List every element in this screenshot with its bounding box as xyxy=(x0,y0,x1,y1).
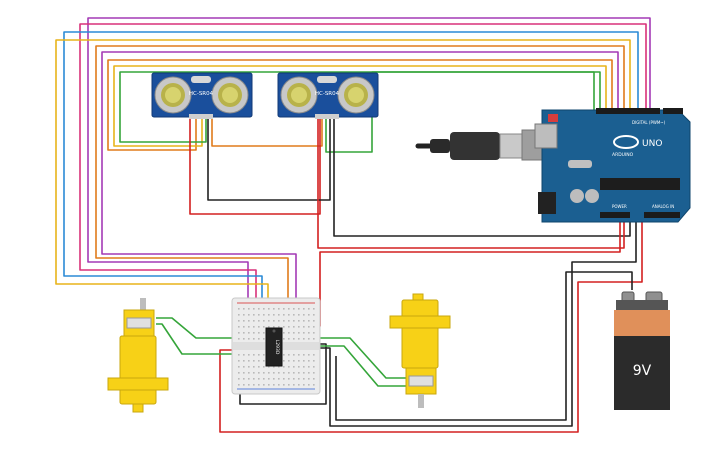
arduino-power-label: POWER xyxy=(612,204,627,209)
l293d-ic-chip: L293D xyxy=(265,327,283,367)
wire-pink-outer xyxy=(79,23,647,330)
arduino-analog-label: ANALOG IN xyxy=(652,204,674,209)
wire-red-sensor-left-vcc xyxy=(189,118,321,215)
ultrasonic-sensor-left: HC-SR04 xyxy=(151,72,253,119)
wire-green-left-motor-b xyxy=(156,323,248,355)
arduino-digital-label: DIGITAL (PWM~) xyxy=(632,120,666,125)
wire-black-sensor-right-gnd xyxy=(333,118,631,237)
ic-label: L293D xyxy=(274,340,280,355)
usb-cable xyxy=(415,129,553,161)
wire-yellow-outer xyxy=(55,39,631,330)
wire-black-battery-breadboard xyxy=(335,271,633,421)
wire-blue-outer xyxy=(63,31,639,330)
battery-9v: 9V xyxy=(614,291,670,410)
wire-red-battery xyxy=(219,218,643,433)
wire-orange-sensor-right xyxy=(211,118,323,147)
sensor-right-label: HC-SR04 xyxy=(315,91,340,97)
breadboard-holes xyxy=(238,308,315,386)
arduino-uno-board: UNO ARDUINO DIGITAL (PWM~) POWER ANALOG … xyxy=(534,108,691,223)
arduino-brand-label: ARDUINO xyxy=(612,152,634,158)
wires xyxy=(55,17,651,433)
wire-green-right-motor-b xyxy=(304,345,410,387)
dc-motor-left xyxy=(107,298,169,413)
battery-voltage-label: 9V xyxy=(633,363,652,379)
wire-orange-sensor-left xyxy=(107,59,613,151)
wire-red-sensor-right-vcc xyxy=(317,118,625,249)
arduino-model-label: UNO xyxy=(642,139,662,149)
wire-purple-inner xyxy=(101,51,619,330)
wire-black-sensor-left-gnd xyxy=(207,118,331,201)
wire-orange-outer xyxy=(95,45,625,330)
dc-motor-right xyxy=(389,293,451,408)
sensor-left-label: HC-SR04 xyxy=(189,91,214,97)
wire-green-sensor-left xyxy=(119,71,601,143)
wire-purple-outer xyxy=(87,17,651,330)
wire-green-right-motor-a xyxy=(300,337,410,379)
arduino-infinity-logo xyxy=(613,135,639,149)
wire-green-left-motor-a xyxy=(156,317,262,339)
wire-black-arduino-battery xyxy=(312,218,637,427)
ultrasonic-sensor-right: HC-SR04 xyxy=(277,72,379,119)
